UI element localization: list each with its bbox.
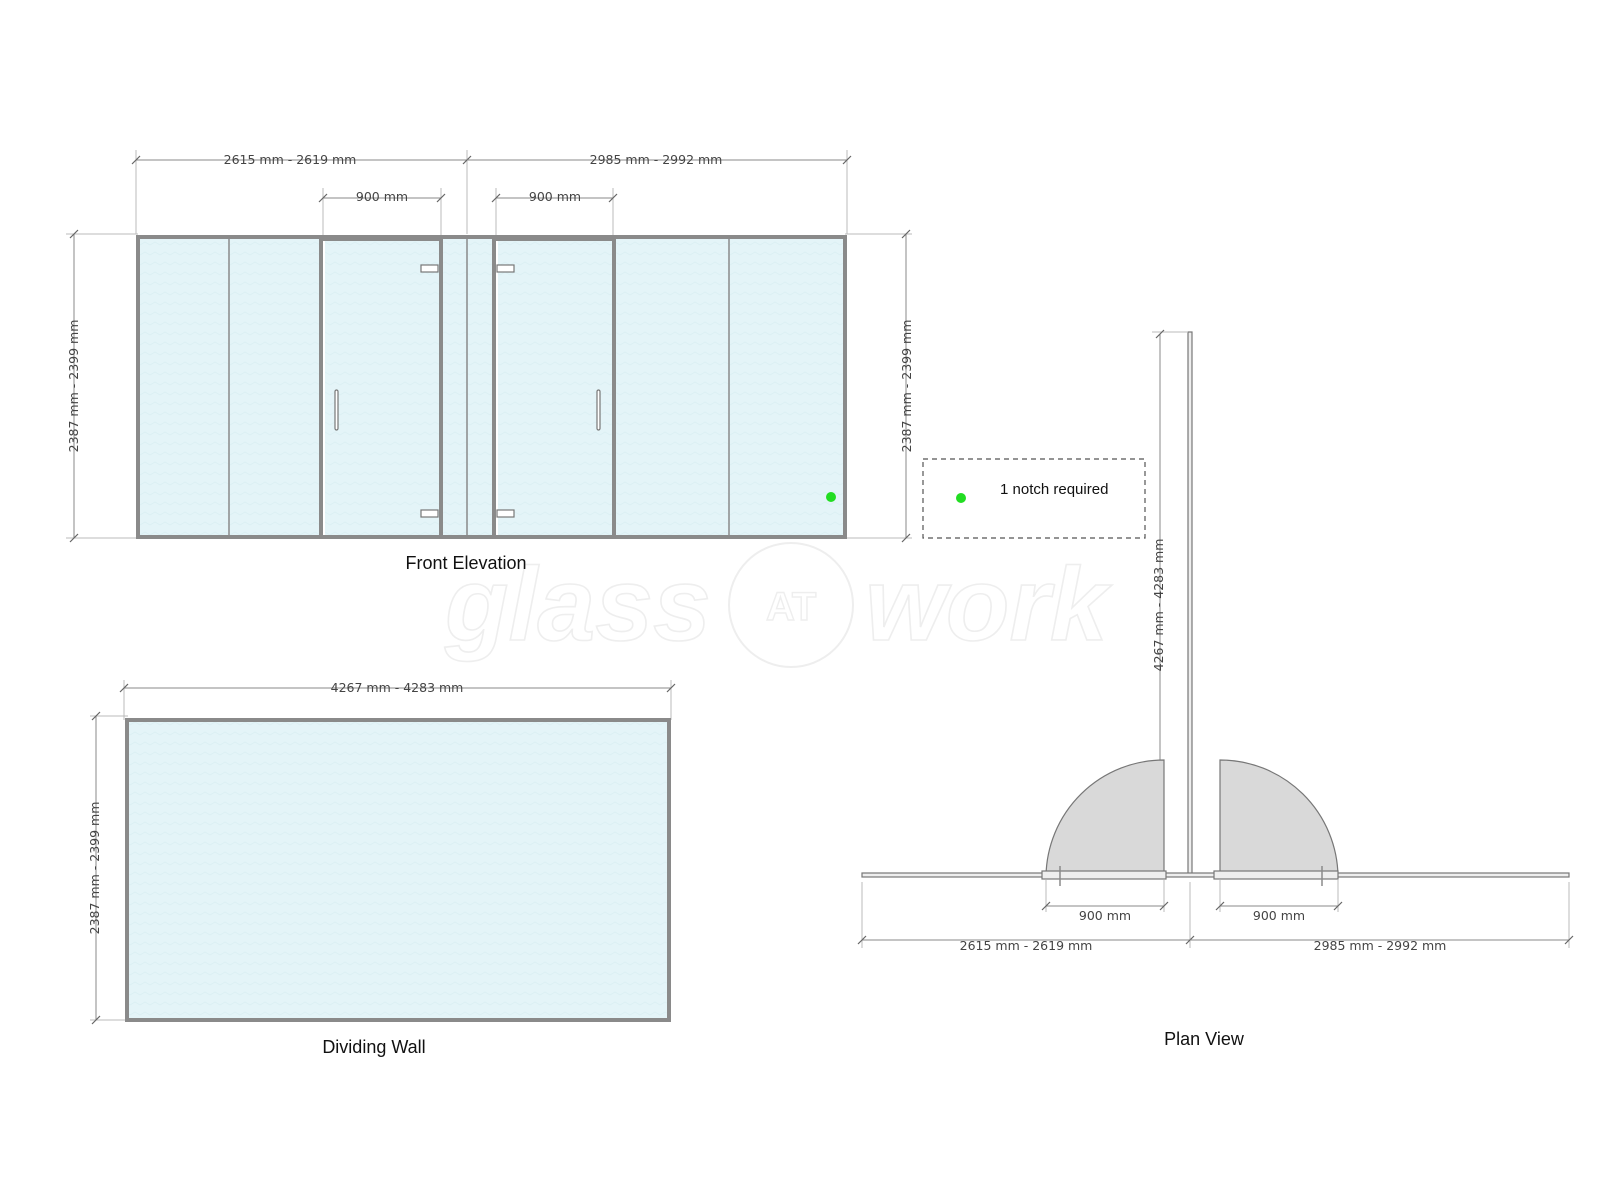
dim-label-plan-left-section: 2615 mm - 2619 mm (960, 938, 1093, 953)
dim-tick (91, 1015, 101, 1025)
watermark-left-text: glass (444, 547, 711, 663)
dim-tick (901, 533, 911, 543)
plan-view-title: Plan View (1164, 1029, 1245, 1049)
dividing-wall-glass (128, 722, 669, 1018)
dim-tick (436, 193, 446, 203)
glass-panel-center (442, 239, 494, 535)
dim-tick (91, 711, 101, 721)
dim-label-plan-right-door: 900 mm (1253, 908, 1305, 923)
hinge-icon (420, 264, 439, 273)
glass-panel-right-fixed (616, 239, 845, 535)
hinge-icon (496, 509, 515, 518)
dim-tick (1155, 329, 1165, 339)
front-elevation: 2615 mm - 2619 mm 2985 mm - 2992 mm 900 … (66, 150, 914, 573)
plan-door-left (1041, 870, 1167, 880)
notch-note: 1 notch required (922, 458, 1146, 539)
dim-label-height-left: 2387 mm - 2399 mm (66, 320, 81, 453)
door-handle-icon (596, 389, 601, 431)
dim-tick (901, 229, 911, 239)
notch-note-text: 1 notch required (1000, 481, 1108, 498)
plan-dividing-wall (1187, 331, 1193, 877)
watermark-badge-circle (728, 542, 854, 668)
dim-tick (857, 935, 867, 945)
notch-note-box (922, 458, 1146, 539)
door-swing-right (1219, 759, 1339, 877)
plan-view: 4267 mm - 4283 mm 900 mm 900 mm 2615 mm … (857, 329, 1574, 1049)
front-elevation-title: Front Elevation (405, 553, 526, 573)
dim-label-plan-left-door: 900 mm (1079, 908, 1131, 923)
dim-tick (69, 229, 79, 239)
dim-tick (842, 155, 852, 165)
dim-label-height-right: 2387 mm - 2399 mm (899, 320, 914, 453)
hinge-icon (496, 264, 515, 273)
dim-tick (1159, 901, 1169, 911)
dim-label-plan-wall: 4267 mm - 4283 mm (1151, 539, 1166, 672)
door-swing-left (1045, 759, 1165, 877)
watermark: glass AT work (443, 542, 1114, 668)
dim-tick (1215, 901, 1225, 911)
dim-tick (69, 533, 79, 543)
glass-door-right (498, 241, 612, 535)
dim-label-wall-width: 4267 mm - 4283 mm (331, 680, 464, 695)
watermark-right-text: work (865, 547, 1113, 663)
dim-label-left-door: 900 mm (356, 189, 408, 204)
dim-tick (491, 193, 501, 203)
plan-door-right (1213, 870, 1339, 880)
dividing-wall-title: Dividing Wall (322, 1037, 425, 1057)
dim-tick (608, 193, 618, 203)
dim-tick (666, 683, 676, 693)
dim-label-right-section: 2985 mm - 2992 mm (590, 152, 723, 167)
notch-marker-icon (826, 492, 836, 502)
dim-tick (131, 155, 141, 165)
elevation-outer-frame (136, 235, 847, 539)
dim-tick (318, 193, 328, 203)
dividing-wall: 4267 mm - 4283 mm 2387 mm - 2399 mm Divi… (87, 680, 676, 1057)
watermark-badge-text: AT (766, 585, 816, 629)
dim-label-wall-height: 2387 mm - 2399 mm (87, 802, 102, 935)
notch-note-marker-icon (956, 493, 966, 503)
glass-door-left (325, 241, 439, 535)
dim-label-left-section: 2615 mm - 2619 mm (224, 152, 357, 167)
dim-tick (1564, 935, 1574, 945)
door-handle-icon (334, 389, 339, 431)
hinge-icon (420, 509, 439, 518)
dim-label-plan-right-section: 2985 mm - 2992 mm (1314, 938, 1447, 953)
dim-tick (1041, 901, 1051, 911)
dim-tick (119, 683, 129, 693)
dividing-wall-frame (125, 718, 671, 1022)
dim-tick (1333, 901, 1343, 911)
dim-label-right-door: 900 mm (529, 189, 581, 204)
